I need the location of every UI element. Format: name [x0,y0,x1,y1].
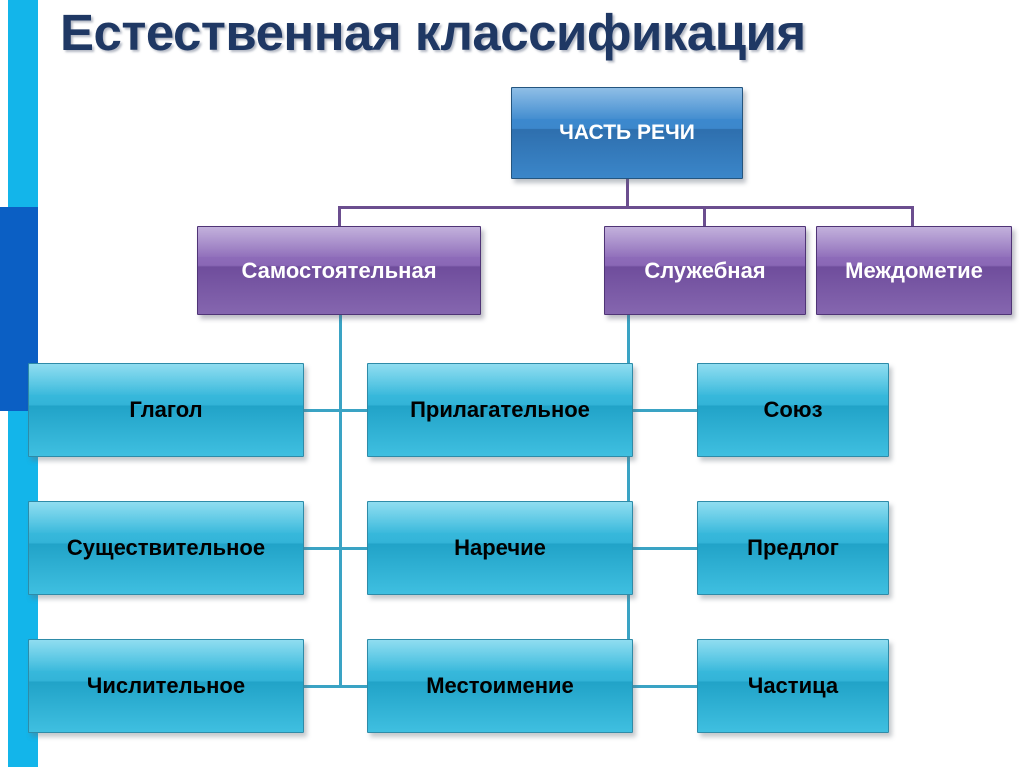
connector-to-sluzhebnaya [703,206,706,228]
node-highlight [698,502,888,534]
node-sushchestvitelnoe[interactable]: Существительное [28,501,304,595]
page-title: Естественная классификация [60,4,806,61]
node-label: Наречие [454,535,546,560]
node-label: Междометие [845,257,983,283]
node-highlight [817,227,1011,257]
connector-to-samostoyatelnaya [338,206,341,228]
connector-level1-bus [338,206,914,209]
node-mezhdometie[interactable]: Междометие [816,226,1012,315]
node-prilagatelnoe[interactable]: Прилагательное [367,363,633,457]
node-highlight [368,364,632,396]
connector-row1-right [628,409,700,412]
node-narechie[interactable]: Наречие [367,501,633,595]
node-samostoyatelnaya[interactable]: Самостоятельная [197,226,481,315]
connector-row2-right [628,547,700,550]
node-highlight [605,227,805,257]
node-highlight [368,640,632,672]
node-label: Числительное [86,673,246,698]
node-glagol[interactable]: Глагол [28,363,304,457]
connector-row1-left [300,409,380,412]
connector-row3-right [628,685,700,688]
node-label: Частица [747,673,839,698]
connector-to-mezhdometie [911,206,914,228]
node-predlog[interactable]: Предлог [697,501,889,595]
node-highlight [512,88,742,119]
node-label: Глагол [129,397,203,422]
connector-right-spine [627,314,630,686]
node-label: Служебная [644,257,766,283]
node-highlight [368,502,632,534]
node-highlight [698,364,888,396]
node-label: Прилагательное [410,397,590,422]
node-mestoimenie[interactable]: Местоимение [367,639,633,733]
node-sluzhebnaya[interactable]: Служебная [604,226,806,315]
node-highlight [698,640,888,672]
node-label: Местоимение [426,673,574,698]
connector-row3-left [300,685,380,688]
node-chastitsa[interactable]: Частица [697,639,889,733]
node-label: Самостоятельная [241,257,437,283]
node-label: Существительное [66,535,266,560]
node-chislitelnoe[interactable]: Числительное [28,639,304,733]
node-root-part-of-speech[interactable]: ЧАСТЬ РЕЧИ [511,87,743,179]
node-soyuz[interactable]: Союз [697,363,889,457]
node-highlight [29,364,303,396]
node-label: ЧАСТЬ РЕЧИ [559,121,695,144]
connector-row2-left [300,547,380,550]
node-highlight [29,502,303,534]
node-label: Предлог [747,535,839,560]
connector-root-stem [626,178,629,209]
node-highlight [198,227,480,257]
connector-left-spine [339,314,342,686]
node-highlight [29,640,303,672]
node-label: Союз [763,397,823,422]
